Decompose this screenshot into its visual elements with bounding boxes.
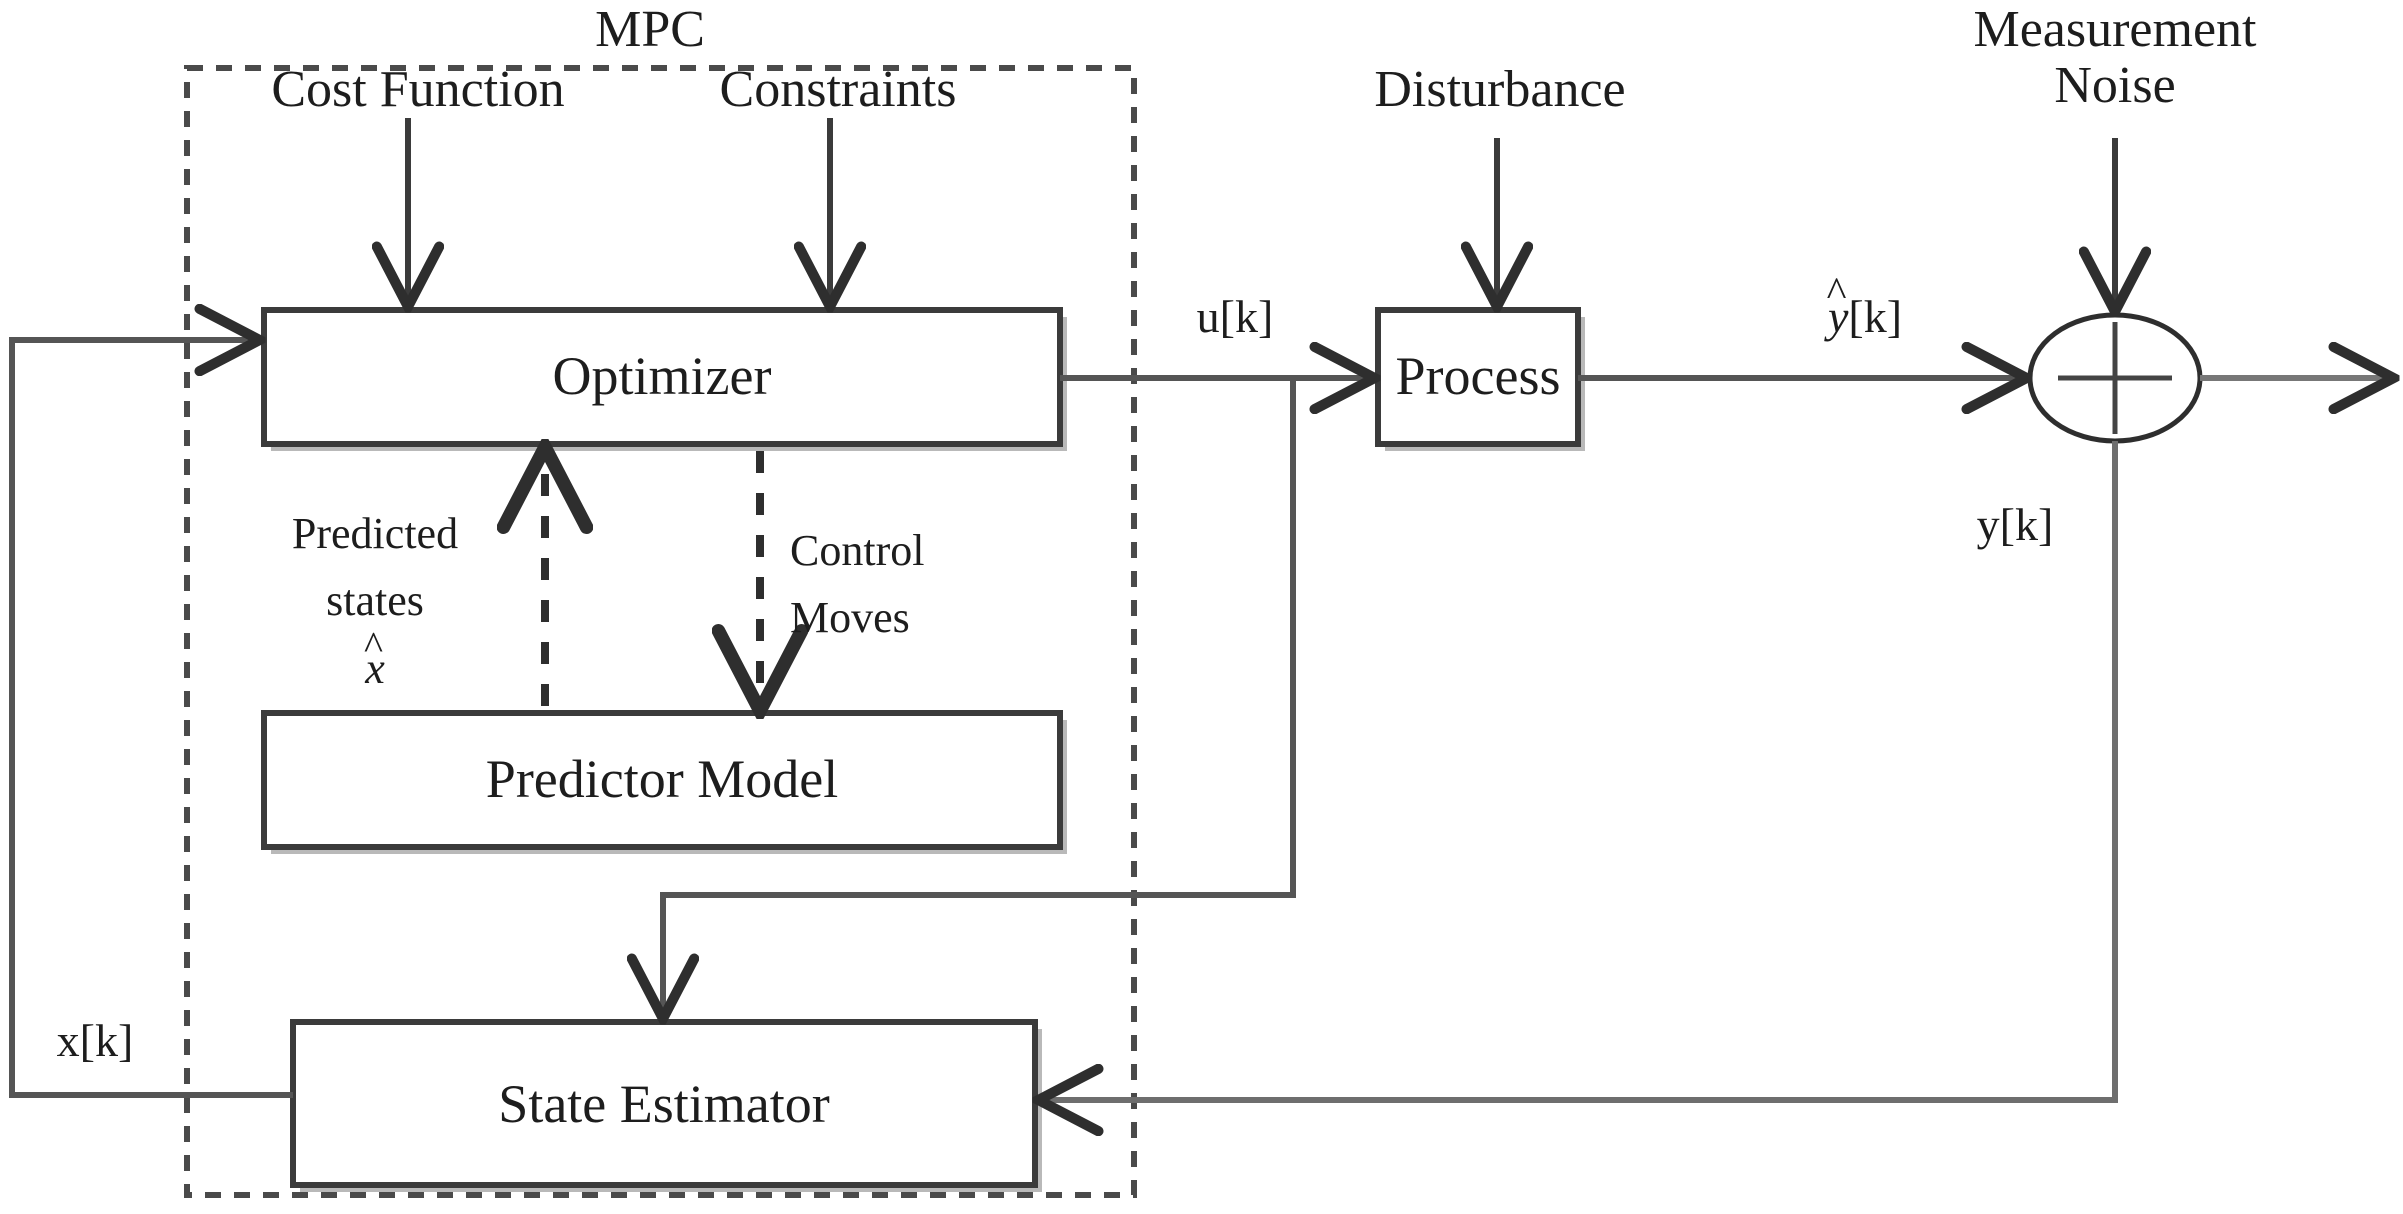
cost-function-label: Cost Function: [271, 61, 565, 118]
measurement-noise-label: Measurement Noise: [1973, 1, 2257, 115]
state-estimator-block-label: State Estimator: [498, 1074, 830, 1134]
predictor-model-block-label: Predictor Model: [485, 749, 839, 809]
optimizer-block-label: Optimizer: [552, 346, 772, 406]
yhat-k-index: [k]: [1848, 291, 1903, 342]
control-moves-label-line1: Control: [790, 526, 925, 575]
x-k-signal-label: x[k]: [56, 1015, 134, 1066]
predicted-states-label-line1: Predicted: [291, 509, 459, 558]
x-hat-symbol: x: [215, 645, 535, 693]
x-k-feedback-line: [9, 340, 293, 1098]
u-k-signal-label: u[k]: [1196, 291, 1274, 342]
predictor-model-block[interactable]: [261, 710, 1063, 850]
optimizer-block[interactable]: [261, 307, 1063, 447]
process-block-label: Process: [1395, 346, 1561, 406]
constraints-label: Constraints: [719, 61, 957, 118]
y-k-feedback-line: [1042, 441, 2118, 1100]
control-moves-label-line2: Moves: [790, 593, 910, 642]
mpc-subsystem-boundary: [184, 65, 1137, 1198]
mpc-title: MPC: [595, 1, 705, 58]
x-hat-glyph: x: [365, 645, 385, 693]
yhat-k-signal-label: y[k]: [1760, 292, 1970, 342]
predicted-states-label-line2: states: [326, 576, 424, 625]
u-k-feedback-to-estimator: [663, 378, 1296, 1015]
disturbance-label: Disturbance: [1374, 61, 1626, 118]
y-hat-glyph: y: [1828, 292, 1848, 342]
y-k-signal-label: y[k]: [1976, 499, 2054, 550]
